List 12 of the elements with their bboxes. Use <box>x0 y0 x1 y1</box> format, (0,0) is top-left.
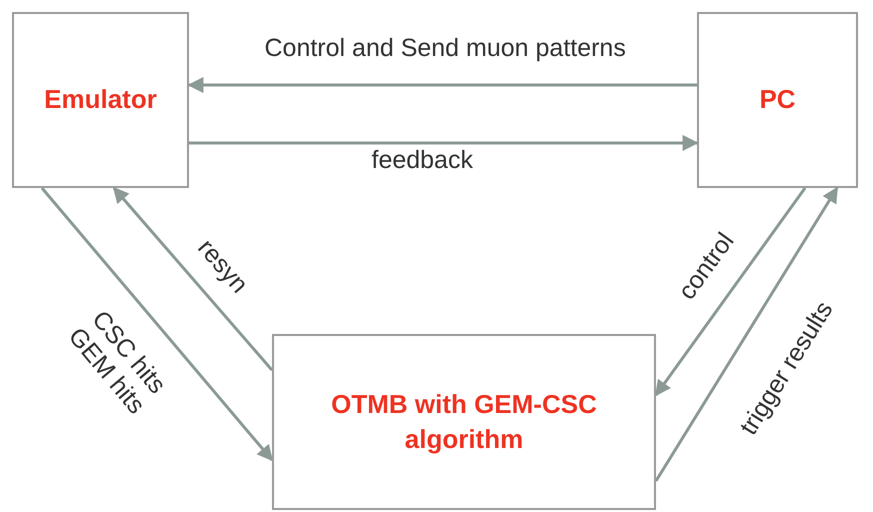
arrow <box>112 186 274 372</box>
node-label: Emulator <box>44 83 157 116</box>
process-box <box>12 12 189 188</box>
node-label: PC <box>759 83 796 116</box>
arrow <box>654 187 806 396</box>
process-box <box>697 12 858 188</box>
arrow <box>189 134 699 151</box>
process-box <box>272 334 656 510</box>
arrow <box>40 187 274 462</box>
node-label: OTMB with GEM-CSC algorithm <box>330 388 598 456</box>
arrow <box>654 186 838 482</box>
arrow <box>187 77 697 94</box>
